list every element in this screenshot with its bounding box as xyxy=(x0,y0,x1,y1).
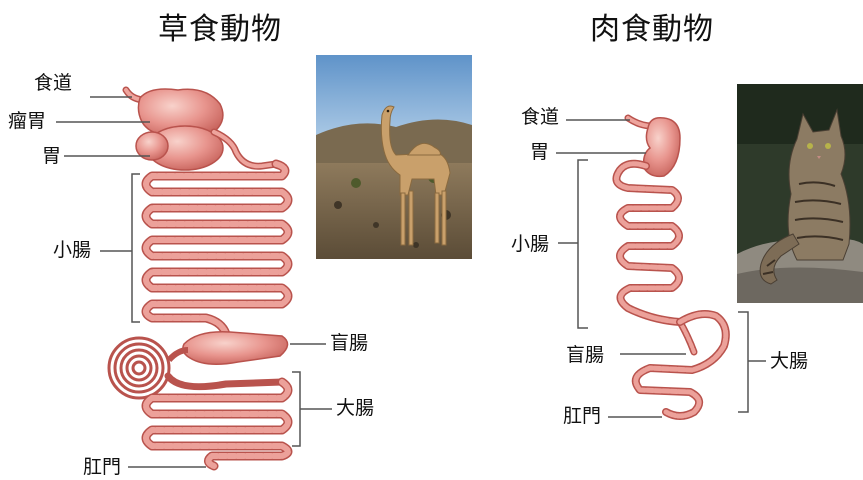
carnivore-digestive-tract xyxy=(616,118,725,416)
herbivore-digestive-tract xyxy=(109,89,288,466)
herbivore-cecum xyxy=(183,332,288,365)
herbivore-spiral-colon xyxy=(109,338,169,398)
herbivore-rumen-stomach xyxy=(136,89,223,170)
